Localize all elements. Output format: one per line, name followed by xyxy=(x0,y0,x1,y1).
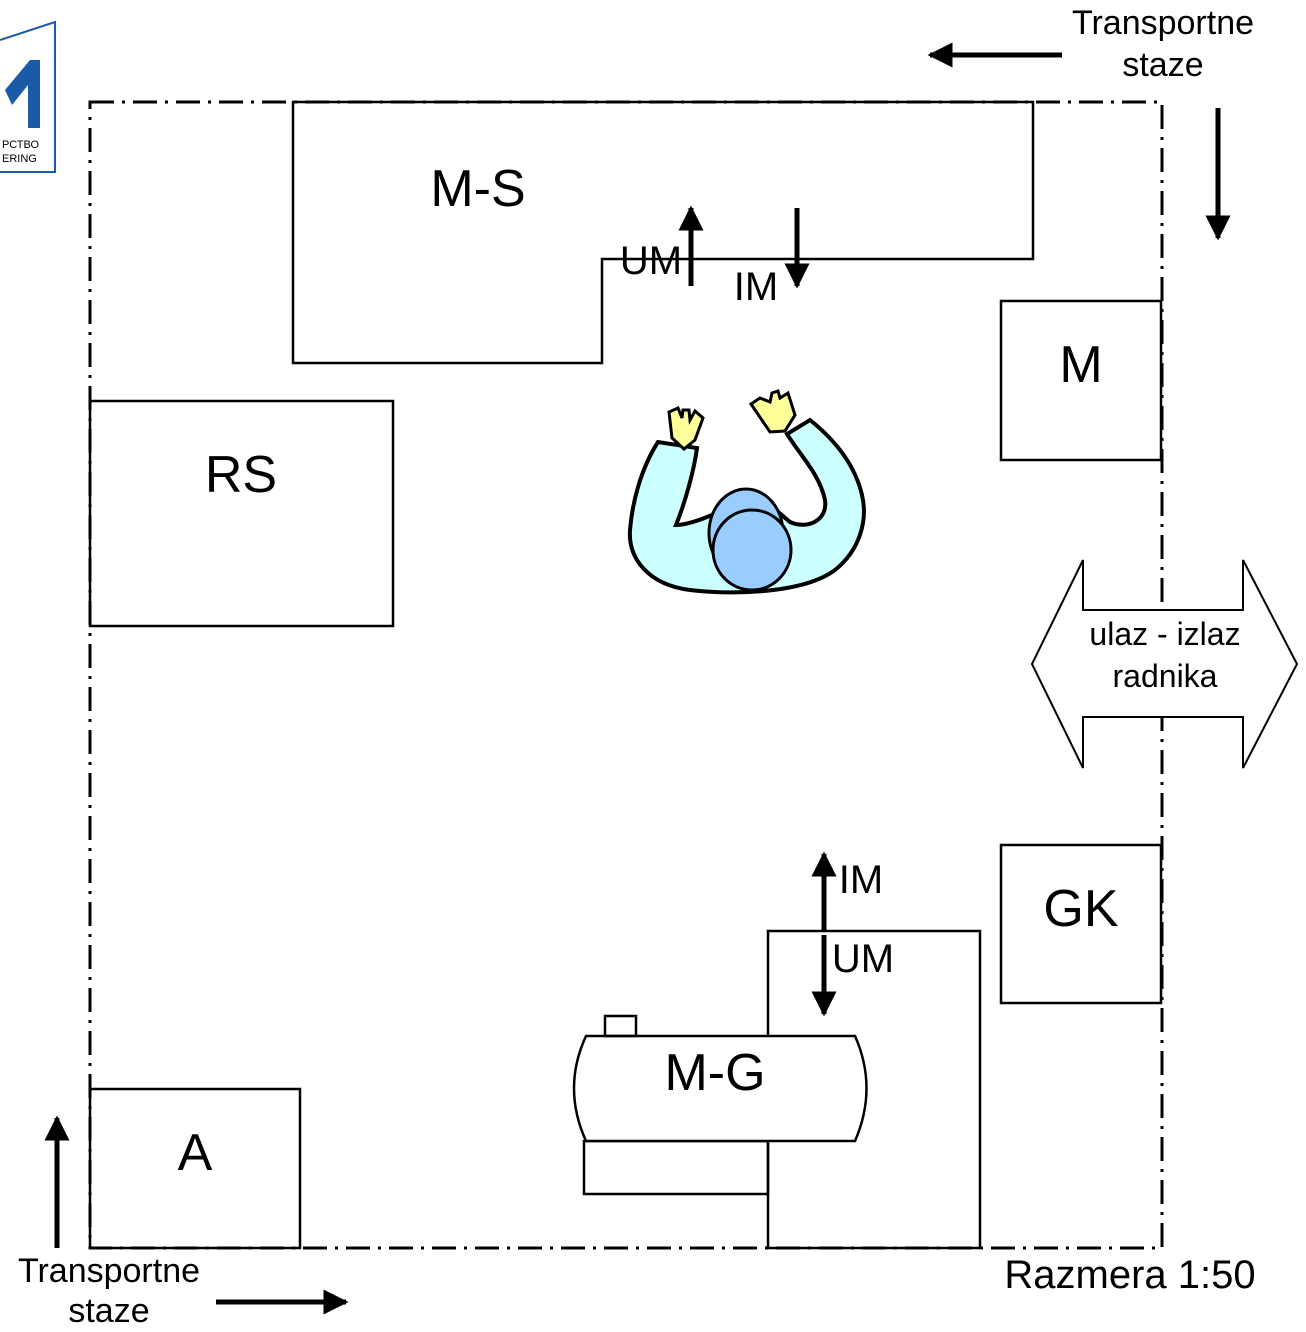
worker-figure xyxy=(627,389,866,595)
transport-bottom-label-line1: Transportne xyxy=(18,1252,200,1290)
transport-top-label-line1: Transportne xyxy=(1072,4,1254,42)
worker-head-back xyxy=(711,508,793,592)
ms-output-label: IM xyxy=(734,265,778,309)
station-m xyxy=(999,299,1163,462)
mg-input-label: IM xyxy=(839,858,883,902)
station-mg-tank-cap xyxy=(603,1014,638,1038)
logo: РСТВО ERING xyxy=(0,20,56,173)
station-rs xyxy=(88,399,395,628)
scale-label: Razmera 1:50 xyxy=(1004,1253,1255,1297)
station-ms xyxy=(291,100,1035,365)
ms-input-label: UM xyxy=(620,239,682,283)
station-gk-label: GK xyxy=(1043,880,1118,938)
worker-body xyxy=(627,417,866,595)
worker-right-hand xyxy=(748,389,797,434)
logo-text-line2: ERING xyxy=(2,153,37,165)
station-m-label: M xyxy=(1059,336,1102,394)
entrance-label-line2: radnika xyxy=(1113,658,1218,694)
logo-text-line1: РСТВО xyxy=(2,139,39,151)
station-rs-label: RS xyxy=(205,446,277,504)
transport-top-label-line2: staze xyxy=(1122,46,1203,84)
station-mg-base xyxy=(582,1139,770,1196)
worker-left-hand xyxy=(667,405,705,451)
station-mg-tank xyxy=(572,1034,868,1143)
entrance-label-line1: ulaz - izlaz xyxy=(1089,616,1240,652)
station-ms-label: M-S xyxy=(430,160,525,218)
station-a xyxy=(88,1087,302,1250)
entrance-double-arrow xyxy=(1030,559,1299,769)
station-a-label: A xyxy=(178,1124,213,1182)
transport-bottom-label-line2: staze xyxy=(68,1292,149,1330)
station-mg-label: M-G xyxy=(664,1044,765,1102)
station-gk xyxy=(999,843,1163,1005)
mg-output-label: UM xyxy=(832,937,894,981)
